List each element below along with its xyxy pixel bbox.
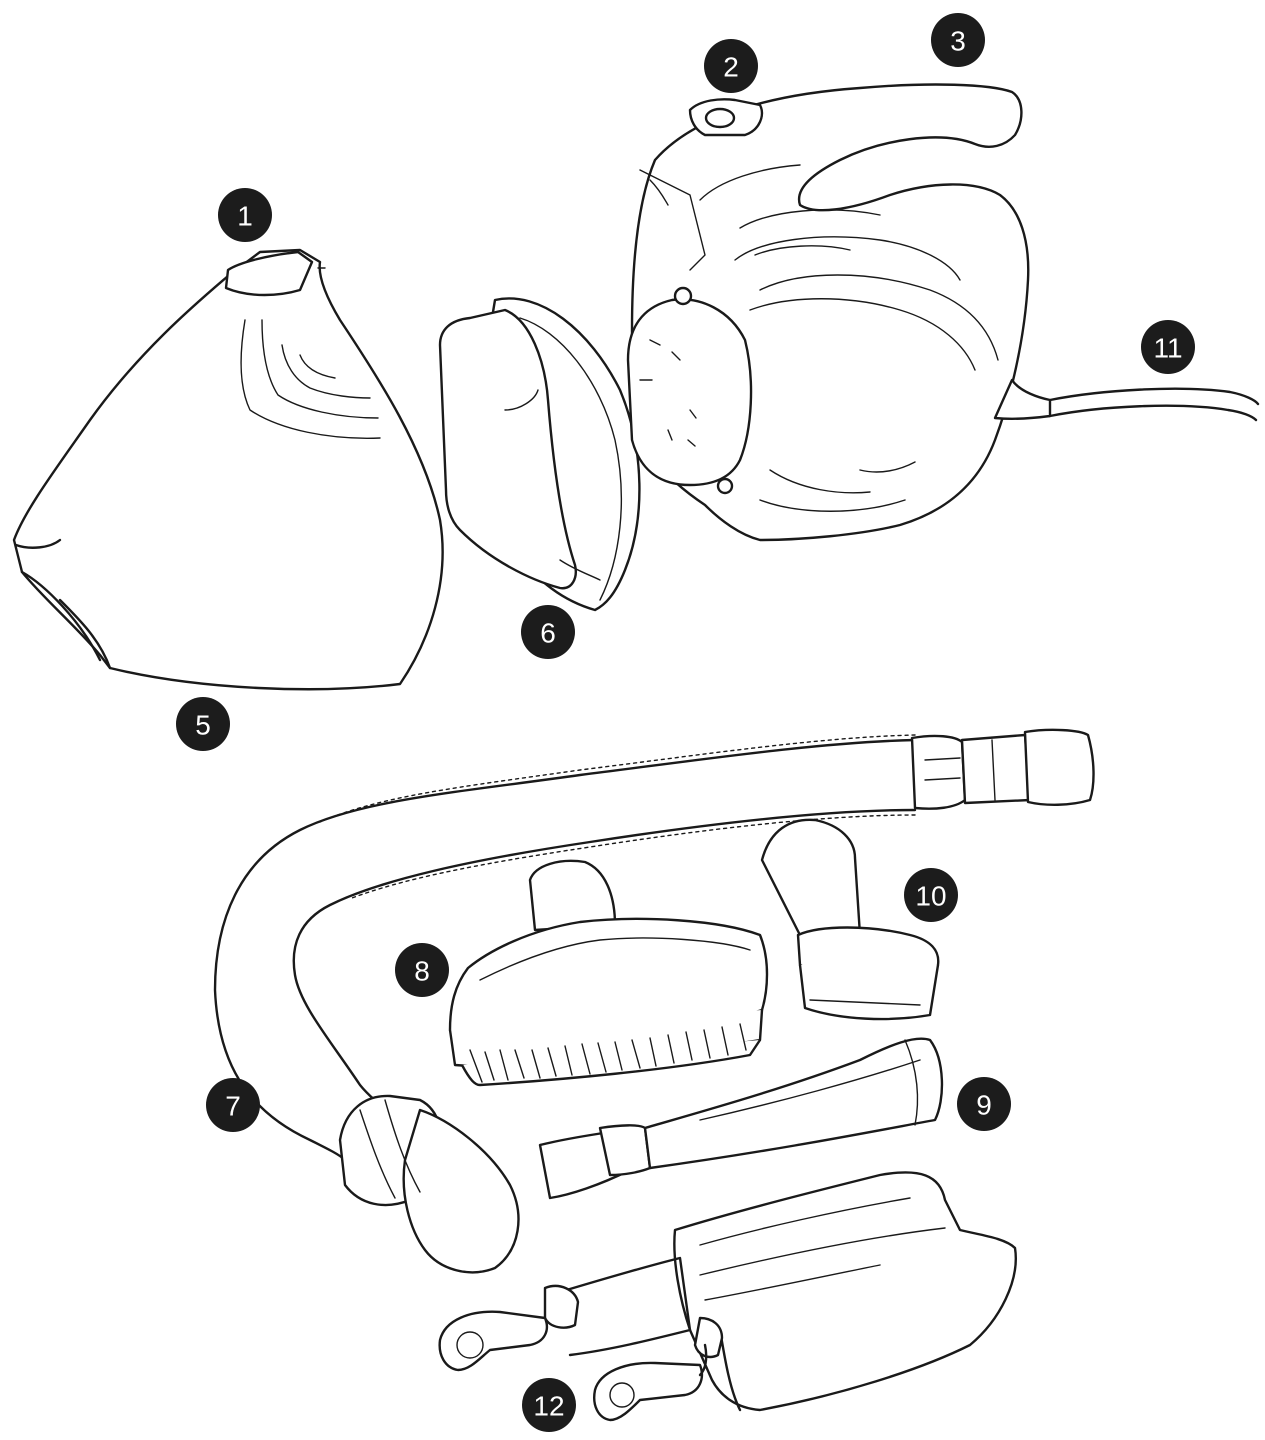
callout-10-label: 10 — [915, 881, 946, 912]
callout-5-label: 5 — [195, 710, 211, 741]
callout-3-label: 3 — [950, 26, 966, 57]
callout-2: 2 — [704, 39, 758, 93]
callout-9: 9 — [957, 1077, 1011, 1131]
callout-6: 6 — [521, 605, 575, 659]
callout-6-label: 6 — [540, 618, 556, 649]
callout-7: 7 — [206, 1078, 260, 1132]
motor-housing-part — [626, 83, 1030, 542]
callout-1: 1 — [218, 188, 272, 242]
callout-7-label: 7 — [225, 1091, 241, 1122]
callout-8: 8 — [395, 943, 449, 997]
dust-cup-part — [12, 248, 444, 691]
flexible-hose-part — [213, 728, 1095, 1274]
filter-part — [438, 297, 641, 612]
callout-10: 10 — [904, 868, 958, 922]
callout-2-label: 2 — [723, 52, 739, 83]
shoulder-strap-part — [438, 1171, 1017, 1422]
power-cord-part — [993, 378, 1260, 422]
crevice-tool-part — [538, 1037, 944, 1200]
callout-5: 5 — [176, 697, 230, 751]
callout-11-label: 11 — [1153, 333, 1182, 364]
callout-12: 12 — [522, 1378, 576, 1432]
callout-9-label: 9 — [976, 1090, 992, 1121]
upholstery-tool-part — [760, 818, 940, 1021]
callout-8-label: 8 — [414, 956, 430, 987]
callout-12-label: 12 — [533, 1391, 564, 1422]
pet-brush-part — [448, 859, 769, 1087]
callout-11: 11 — [1141, 320, 1195, 374]
callout-1-label: 1 — [237, 201, 253, 232]
callout-3: 3 — [931, 13, 985, 67]
